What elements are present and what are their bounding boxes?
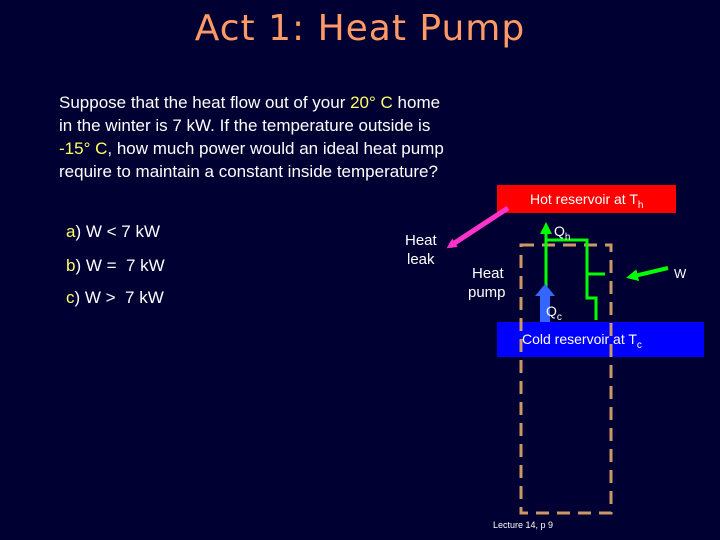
choice-b: b) W = 7 kW xyxy=(66,256,165,275)
w-label: W xyxy=(674,266,687,281)
heat-leak-arrow xyxy=(446,205,510,249)
heat-pump-label-2: pump xyxy=(468,284,506,301)
qh-flow-line xyxy=(544,238,598,322)
outside-temperature: -15° C xyxy=(59,139,108,158)
choice-a: a) W < 7 kW xyxy=(66,222,161,241)
heat-leak-label-2: leak xyxy=(407,251,435,268)
question-text: Suppose that the heat flow out of your 2… xyxy=(59,93,444,181)
cold-reservoir-box xyxy=(497,322,704,357)
qc-label: Qc xyxy=(546,303,562,323)
footer-lecture-ref: Lecture 14, p 9 xyxy=(493,520,554,530)
choice-c: c) W > 7 kW xyxy=(66,288,164,307)
qc-arrow xyxy=(535,284,555,322)
qh-label: Qh xyxy=(554,223,570,243)
cold-reservoir-label: Cold reservoir at Tc xyxy=(522,331,642,351)
slide-title: Act 1: Heat Pump xyxy=(194,8,526,49)
heat-pump-label-1: Heat xyxy=(472,265,505,282)
heat-pump-dashed-box xyxy=(519,243,613,515)
inside-temperature: 20° C xyxy=(350,93,393,112)
w-arrow xyxy=(626,266,669,281)
heat-leak-label-1: Heat xyxy=(405,232,438,249)
hot-reservoir-box xyxy=(497,185,676,213)
hot-reservoir-label: Hot reservoir at Th xyxy=(530,191,643,211)
